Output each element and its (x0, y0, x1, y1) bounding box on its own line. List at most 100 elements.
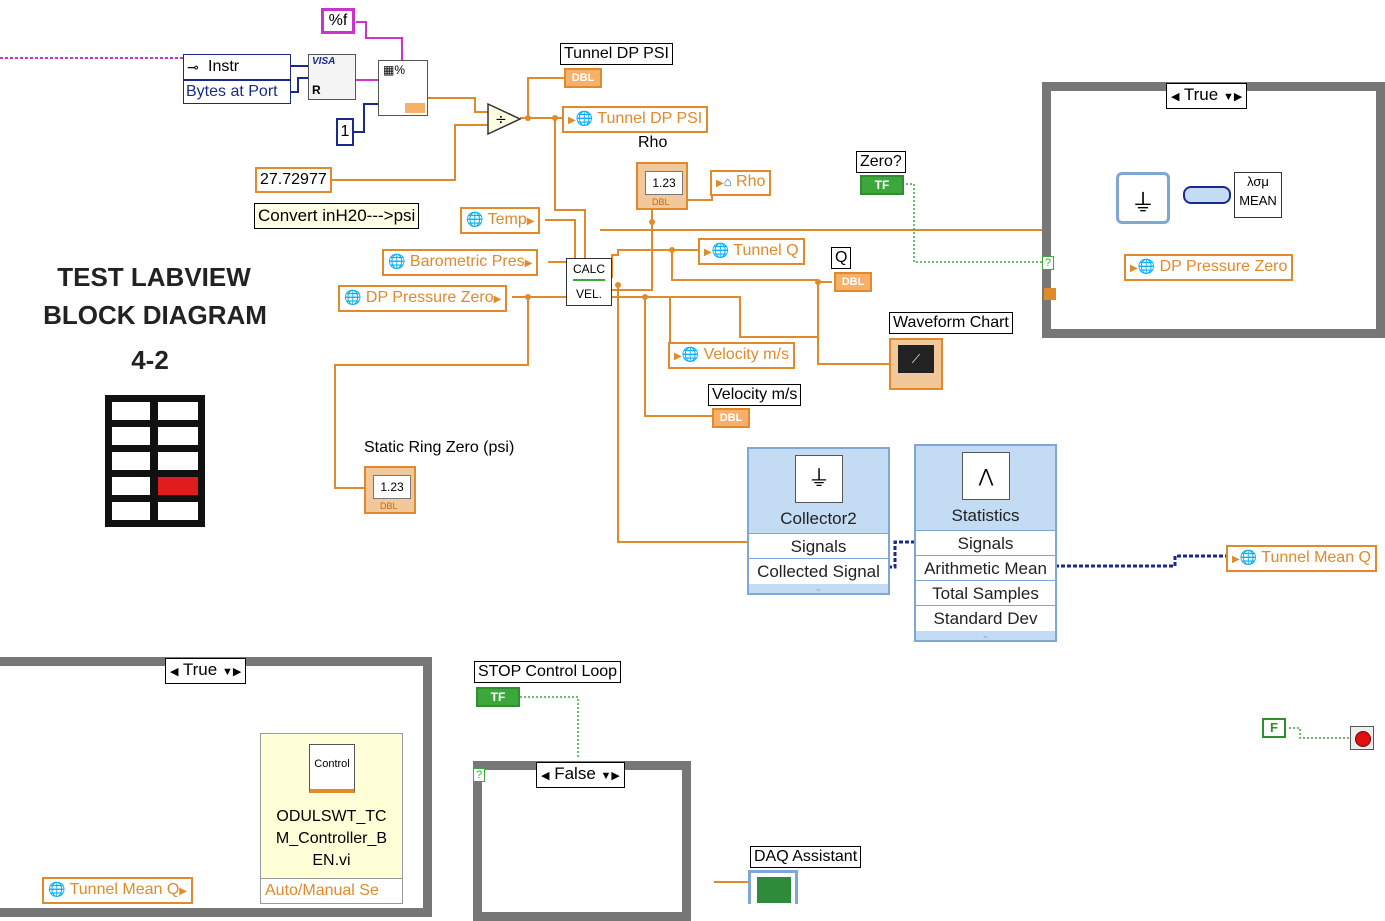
mean-vi-icon: λσμ (1247, 174, 1269, 189)
from-dynamic-data-icon[interactable] (1183, 186, 1231, 204)
dp-pressure-zero-write-local[interactable]: ▶🌐 DP Pressure Zero (1124, 254, 1294, 281)
tunnel-mean-q-local[interactable]: ▶🌐 Tunnel Mean Q (1226, 545, 1377, 572)
waveform-chart-indicator[interactable]: ⟋ (889, 338, 943, 390)
write-arrow-icon: ▶ (1130, 263, 1138, 274)
collector2-express-vi[interactable]: ⏚ Collector2 Signals Collected Signal ⌄ (747, 447, 890, 595)
case-dropdown-icon: ▼▶ (1222, 91, 1243, 103)
write-arrow-icon: ▶ (568, 115, 576, 126)
one-wire (354, 103, 380, 133)
write-arrow-icon: ▶ (704, 247, 712, 258)
conversion-factor-constant[interactable]: 27.72977 (255, 167, 332, 193)
statistics-total-samples-terminal[interactable]: Total Samples (916, 580, 1055, 606)
conversion-comment: Convert inH20--->psi (254, 203, 420, 229)
controller-subvi[interactable]: Control ODULSWT_TC M_Controller_B EN.vi … (260, 733, 403, 904)
globe-icon: 🌐 (388, 253, 406, 269)
false-constant[interactable]: F (1262, 718, 1286, 738)
daq-icon (757, 877, 791, 903)
stop-icon (1355, 731, 1371, 747)
tunnel-dp-psi-indicator[interactable]: DBL (564, 68, 602, 88)
collector-funnel-icon: ⏚ (1131, 190, 1155, 217)
visa-read-icon: VISA (312, 56, 336, 67)
dp-pressure-zero-local-text: DP Pressure Zero (365, 289, 494, 306)
velocity-label: Velocity m/s (708, 384, 802, 406)
globe-icon: 🌐 (1239, 549, 1258, 565)
tunnel-dp-psi-label: Tunnel DP PSI (560, 43, 673, 65)
globe-icon: 🌐 (1137, 258, 1156, 274)
tunnel-mean-q-read-text: Tunnel Mean Q (69, 881, 180, 898)
waveform-chart-label: Waveform Chart (889, 312, 1013, 334)
write-arrow-icon: ▶ (716, 178, 724, 189)
temp-local[interactable]: 🌐 Temp▶ (460, 207, 541, 234)
bottom-case-selector[interactable]: ◀ True ▼▶ (165, 658, 247, 684)
numeric-constant-one[interactable]: 1 (336, 118, 354, 146)
daq-assistant-express-vi[interactable] (748, 870, 798, 904)
tunnel-mean-q-read-local[interactable]: 🌐 Tunnel Mean Q▶ (42, 877, 193, 904)
control-icon: Control (309, 744, 355, 793)
barometric-local-text: Barometric Pres (409, 253, 525, 270)
velocity-local[interactable]: ▶🌐 Velocity m/s (668, 342, 795, 369)
false-case-selector-text: False (554, 764, 596, 783)
bottom-case-selector-text: True (182, 660, 218, 679)
write-arrow-icon: ▶ (674, 351, 682, 362)
visa-instr-label: Instr (208, 58, 240, 75)
false-case-selector-terminal[interactable]: ? (473, 768, 485, 782)
scan-string-icon: ▦% (383, 63, 406, 77)
tunnel-q-local[interactable]: ▶🌐 Tunnel Q (698, 238, 805, 265)
calc-vel-subvi[interactable]: CALC VEL. (566, 258, 612, 306)
controller-name-line2: M_Controller_B (275, 830, 388, 847)
globe-icon: 🌐 (681, 346, 700, 362)
mean-vi-label: MEAN (1239, 193, 1277, 208)
dp-pressure-zero-local[interactable]: 🌐 DP Pressure Zero▶ (338, 285, 508, 312)
case-selector-terminal[interactable]: ? (1042, 256, 1054, 270)
rho-label: Rho (638, 134, 668, 151)
format-string-constant[interactable]: %f (321, 8, 355, 34)
read-arrow-icon: ▶ (179, 886, 187, 897)
statistics-title: Statistics (951, 506, 1020, 525)
statistics-icon: ⋀ (962, 452, 1010, 500)
rho-local[interactable]: ▶⌂ Rho (710, 170, 772, 196)
collector-express-vi[interactable]: ⏚ (1116, 172, 1170, 224)
velocity-indicator[interactable]: DBL (712, 408, 750, 428)
static-ring-zero-type: DBL (380, 501, 398, 511)
globe-icon: 🌐 (48, 881, 66, 897)
waveform-chart-icon: ⟋ (898, 345, 934, 373)
tunnel-q-local-text: Tunnel Q (733, 242, 799, 259)
zero-boolean-control[interactable]: TF (860, 175, 904, 195)
collector2-collected-signal-terminal[interactable]: Collected Signal (749, 558, 888, 584)
channel-grid-icon (105, 395, 205, 527)
divide-function[interactable]: ÷ (486, 102, 522, 136)
case-dropdown-icon: ▼▶ (221, 666, 242, 678)
statistics-std-dev-terminal[interactable]: Standard Dev (916, 605, 1055, 631)
statistics-signals-terminal[interactable]: Signals (916, 530, 1055, 556)
stop-terminal[interactable] (1350, 726, 1374, 750)
diagram-title-line2: BLOCK DIAGRAM (43, 300, 267, 330)
mean-vi[interactable]: λσμ MEAN (1234, 172, 1282, 218)
zero-label: Zero? (856, 151, 906, 173)
q-indicator[interactable]: DBL (834, 272, 872, 292)
static-ring-zero-indicator[interactable]: 1.23 DBL (364, 466, 416, 514)
daq-assistant-label: DAQ Assistant (750, 846, 862, 868)
read-arrow-icon: ▶ (526, 216, 535, 227)
false-case-selector[interactable]: ◀ False ▼▶ (536, 762, 625, 788)
bytes-at-port-property[interactable]: Bytes at Port (183, 80, 291, 104)
velocity-local-text: Velocity m/s (703, 346, 789, 363)
tunnel-dp-psi-local[interactable]: ▶🌐 Tunnel DP PSI (562, 106, 709, 133)
collector2-signals-terminal[interactable]: Signals (749, 533, 888, 559)
stop-control-loop-control[interactable]: TF (476, 687, 520, 707)
globe-icon: 🌐 (575, 110, 594, 126)
dp-pressure-zero-write-text: DP Pressure Zero (1159, 258, 1288, 275)
barometric-local[interactable]: 🌐 Barometric Pres▶ (382, 249, 539, 276)
diagram-title-line1: TEST LABVIEW (57, 262, 251, 292)
statistics-express-vi[interactable]: ⋀ Statistics Signals Arithmetic Mean Tot… (914, 444, 1057, 642)
zero-case-structure[interactable] (1042, 82, 1385, 338)
statistics-mean-terminal[interactable]: Arithmetic Mean (916, 555, 1055, 581)
zero-case-selector[interactable]: ◀ True ▼▶ (1166, 83, 1248, 109)
read-arrow-icon: ▶ (493, 294, 502, 305)
calc-vi-top: CALC (572, 262, 605, 276)
rho-indicator[interactable]: 1.23 DBL (636, 162, 688, 210)
scan-from-string-node[interactable]: ▦% (378, 60, 428, 116)
visa-property-node[interactable]: ⊸ Instr (183, 54, 291, 80)
auto-manual-terminal[interactable]: Auto/Manual Se (261, 878, 402, 903)
visa-read-node[interactable]: VISA R (308, 54, 356, 100)
temp-local-text: Temp (487, 211, 527, 228)
